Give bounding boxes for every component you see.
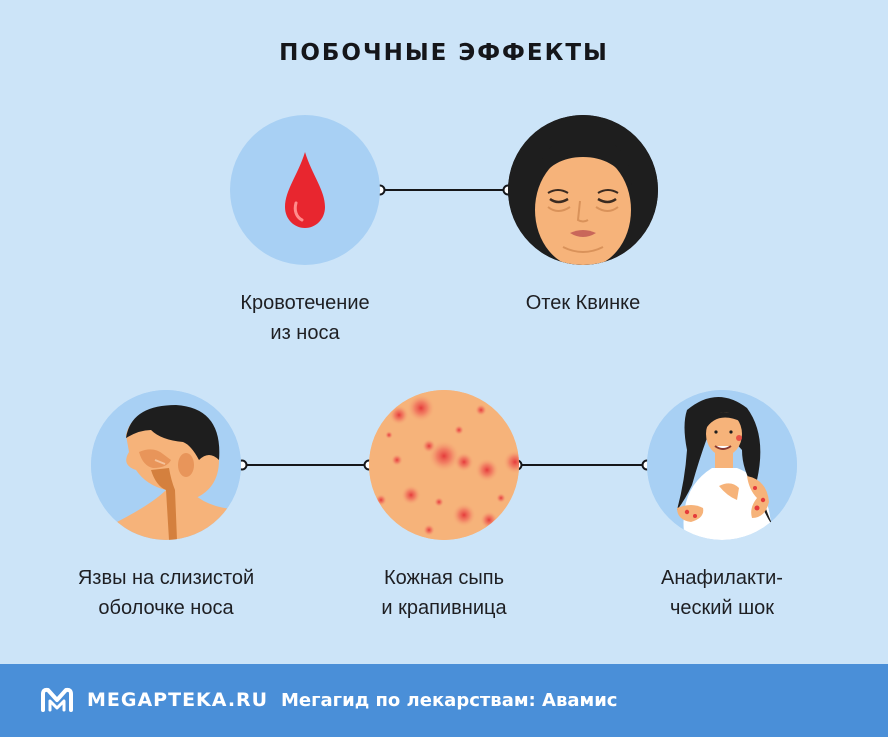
- anaphylaxis-circle: [647, 390, 797, 540]
- label-quincke-edema: Отек Квинке: [463, 288, 703, 318]
- nosebleed-circle: [230, 115, 380, 265]
- label-line-2: оболочке носа: [98, 597, 234, 619]
- label-line-2: ческий шок: [669, 597, 775, 619]
- label-anaphylactic-shock: Анафилакти- ческий шок: [602, 563, 842, 623]
- skin-rash-icon: [369, 390, 519, 540]
- label-line-1: Отек Квинке: [525, 292, 641, 314]
- footer-site-link[interactable]: MEGAPTEKA.RU: [87, 689, 269, 711]
- label-line-1: Анафилакти-: [661, 567, 783, 589]
- label-line-1: Кровотечение: [240, 292, 370, 314]
- label-line-2: и крапивница: [381, 597, 507, 619]
- swollen-face-icon: [508, 115, 658, 265]
- nasal-ulcer-circle: [91, 390, 241, 540]
- label-skin-rash: Кожная сыпь и крапивница: [324, 563, 564, 623]
- blood-drop-icon: [285, 152, 325, 228]
- label-line-2: из носа: [270, 322, 340, 344]
- label-nosebleed: Кровотечение из носа: [190, 288, 420, 348]
- nasal-anatomy-icon: [91, 390, 241, 540]
- page-title: ПОБОЧНЫЕ ЭФФЕКТЫ: [279, 40, 609, 66]
- anaphylaxis-woman-icon: [647, 390, 797, 540]
- skin-rash-circle: [369, 390, 519, 540]
- label-line-1: Язвы на слизистой: [77, 567, 255, 589]
- footer-bar: MEGAPTEKA.RU Мегагид по лекарствам: Авам…: [0, 664, 888, 737]
- label-nasal-ulcer: Язвы на слизистой оболочке носа: [36, 563, 296, 623]
- megapteka-logo-icon: [41, 687, 73, 712]
- label-line-1: Кожная сыпь: [383, 567, 505, 589]
- footer-tagline: Мегагид по лекарствам: Авамис: [281, 690, 618, 711]
- quincke-edema-circle: [508, 115, 658, 265]
